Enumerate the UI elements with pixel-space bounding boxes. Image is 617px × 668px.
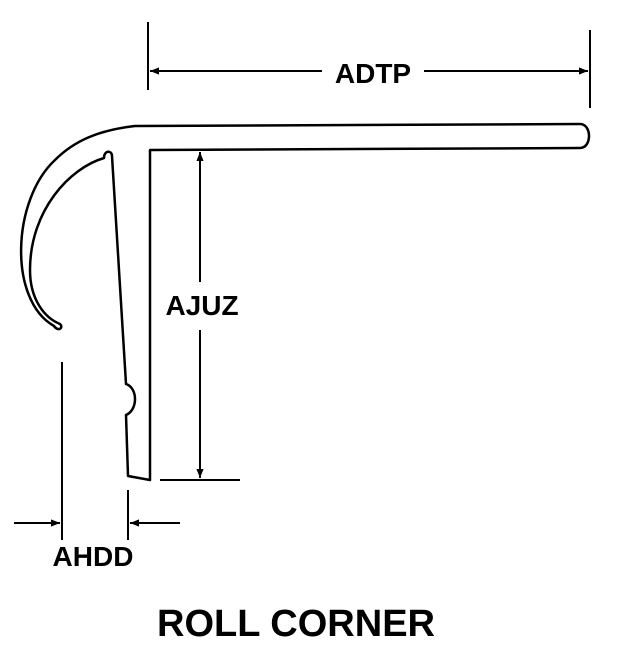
diagram-caption: ROLL CORNER <box>157 603 435 645</box>
ajuz-label: AJUZ <box>165 290 238 321</box>
ahdd-label: AHDD <box>53 541 134 572</box>
adtp-label: ADTP <box>335 58 411 89</box>
roll-corner-profile-outer <box>19 122 591 482</box>
